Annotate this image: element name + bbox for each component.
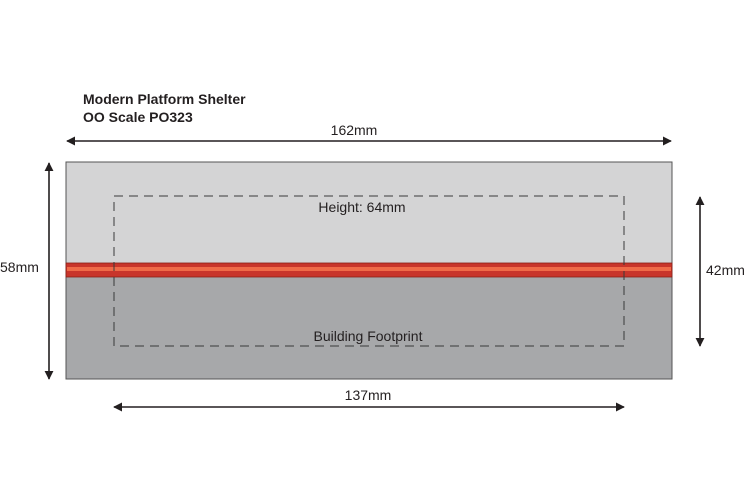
- platform-edge-highlight: [67, 267, 671, 271]
- overall-width-label: 162mm: [331, 122, 378, 138]
- footprint-width-label: 137mm: [345, 387, 392, 403]
- building-footprint-label: Building Footprint: [314, 328, 423, 344]
- product-code: OO Scale PO323: [83, 109, 193, 125]
- product-name: Modern Platform Shelter: [83, 91, 246, 107]
- base-lower-panel: [66, 268, 672, 379]
- base-upper-panel: [66, 162, 672, 268]
- title-block: Modern Platform Shelter OO Scale PO323: [83, 90, 246, 126]
- building-footprint-outline: [113, 195, 625, 347]
- overall-depth-label: 58mm: [0, 259, 39, 275]
- height-label: Height: 64mm: [318, 199, 405, 215]
- footprint-depth-label: 42mm: [706, 262, 745, 278]
